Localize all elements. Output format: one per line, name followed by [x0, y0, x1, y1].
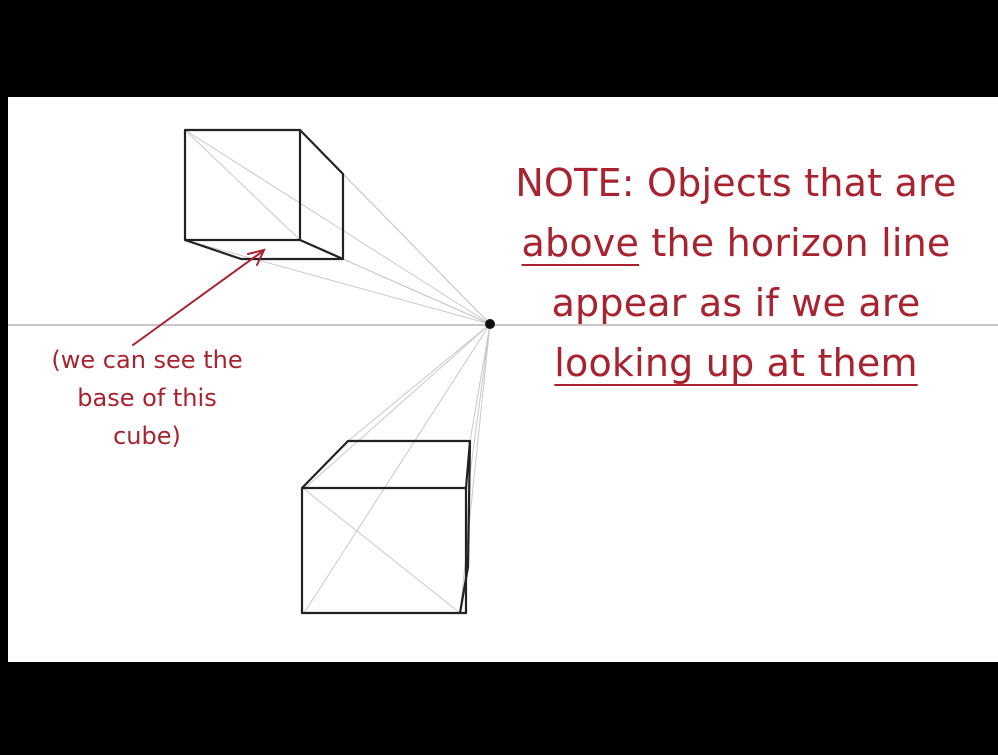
vanishing-point [485, 319, 495, 329]
upper-cube-front-face [183, 128, 302, 242]
note-line-1: NOTE: Objects that are [515, 161, 957, 205]
cube-base-caption: (we can see the base of this cube) [8, 341, 286, 455]
upper-cube [183, 128, 345, 261]
guide-line [469, 323, 491, 442]
note-emphasis-above: above [521, 221, 640, 265]
note-line-2-rest: the horizon line [639, 221, 951, 265]
upper-cube-guides [184, 129, 491, 325]
guide-line [303, 323, 491, 614]
lower-cube-guides [303, 323, 491, 614]
note-line-4: looking up at them [554, 341, 918, 385]
caption-line-3: cube) [113, 422, 181, 450]
perspective-drawing [8, 128, 998, 615]
slide-canvas: NOTE: Objects that are above the horizon… [8, 97, 998, 662]
note-text-block: NOTE: Objects that are above the horizon… [474, 153, 998, 393]
guide-line [342, 258, 491, 325]
guide-line [184, 129, 301, 241]
arrow-head-icon [247, 248, 266, 266]
upper-cube-base-edge [184, 238, 343, 261]
arrow-shaft [132, 250, 264, 346]
note-line-2: above the horizon line [474, 213, 998, 273]
guide-line [303, 323, 491, 490]
lower-cube-front-face [300, 486, 468, 615]
guide-line [342, 173, 491, 325]
upper-cube-side-face [299, 129, 345, 261]
caption-line-1: (we can see the [51, 346, 243, 374]
lower-cube-side-edge [458, 440, 472, 614]
guide-line [347, 323, 491, 442]
guide-line [184, 239, 491, 325]
guide-line [467, 323, 491, 490]
note-line-3: appear as if we are [551, 281, 921, 325]
lower-cube-top-face [301, 439, 472, 489]
guide-line [184, 129, 491, 325]
caption-line-2: base of this [77, 384, 217, 412]
lower-cube [300, 439, 472, 615]
guide-line [303, 488, 461, 614]
pointer-arrow [132, 248, 266, 346]
